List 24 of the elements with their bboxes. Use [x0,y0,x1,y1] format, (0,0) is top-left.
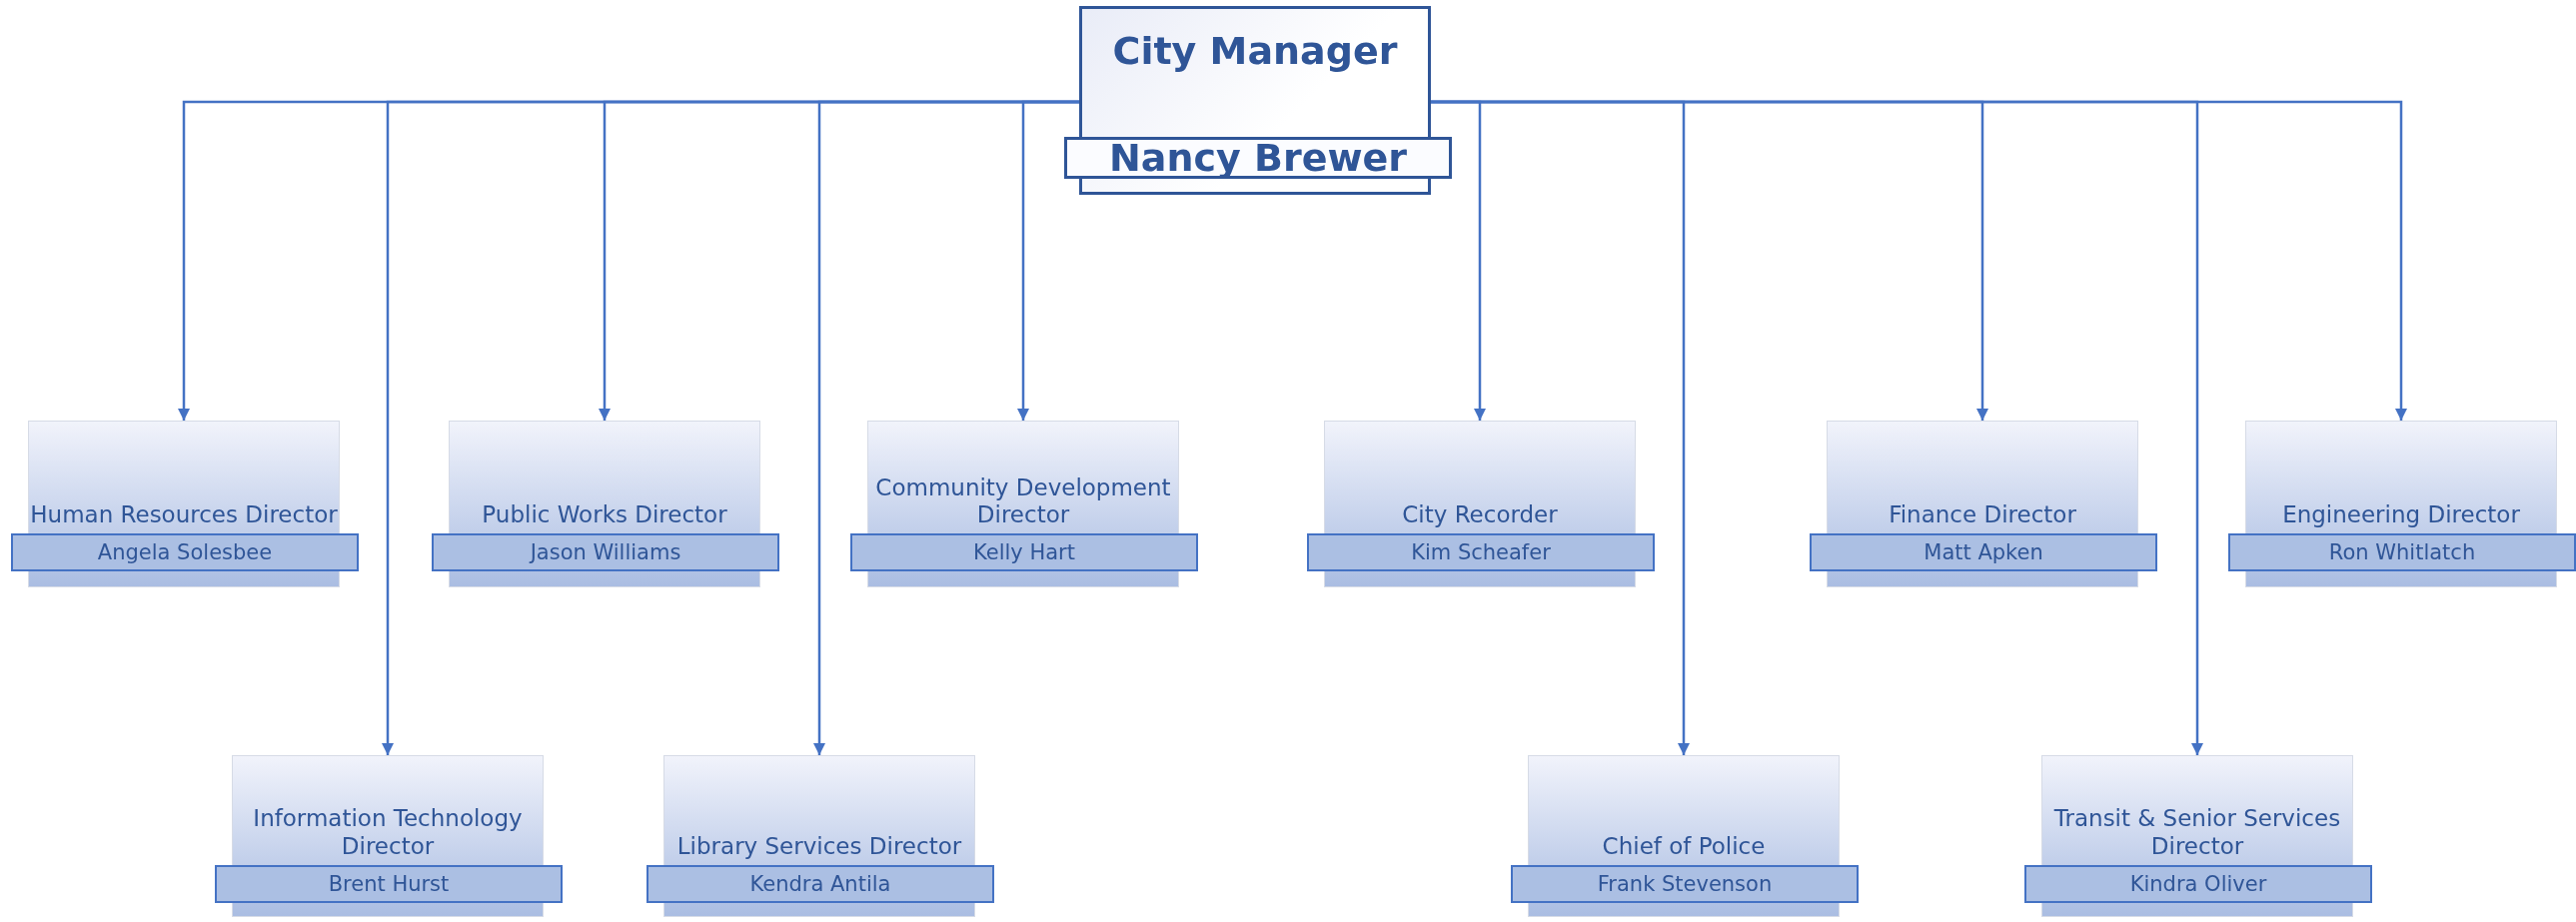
position-title: Chief of Police [1601,831,1767,861]
name-banner: Jason Williams [432,532,779,571]
name-banner: Kindra Oliver [2024,864,2372,903]
name-banner: Ron Whitlatch [2228,532,2576,571]
connector-arrow [1016,100,1079,421]
name-banner: Kendra Antila [646,864,994,903]
position-title: Public Works Director [481,500,728,529]
name-banner: Matt Apken [1810,532,2157,571]
name-banner: Frank Stevenson [1511,864,1859,903]
position-title: Human Resources Director [29,500,339,529]
position-title: Information Technology Director [252,804,524,861]
position-title: Transit & Senior Services Director [2052,804,2342,861]
name-banner: Angela Solesbee [11,532,359,571]
position-title: Library Services Director [675,831,963,861]
name-banner: Nancy Brewer [1064,137,1452,179]
position-title: City Manager [1111,29,1399,73]
position-title: City Recorder [1401,500,1559,529]
name-banner: Kim Scheafer [1307,532,1655,571]
name-banner: Kelly Hart [850,532,1198,571]
position-title: Finance Director [1888,500,2077,529]
connector-arrow [1431,100,2408,421]
position-title: Community Development Director [874,472,1172,529]
position-title: Engineering Director [2281,500,2521,529]
name-banner: Brent Hurst [215,864,563,903]
